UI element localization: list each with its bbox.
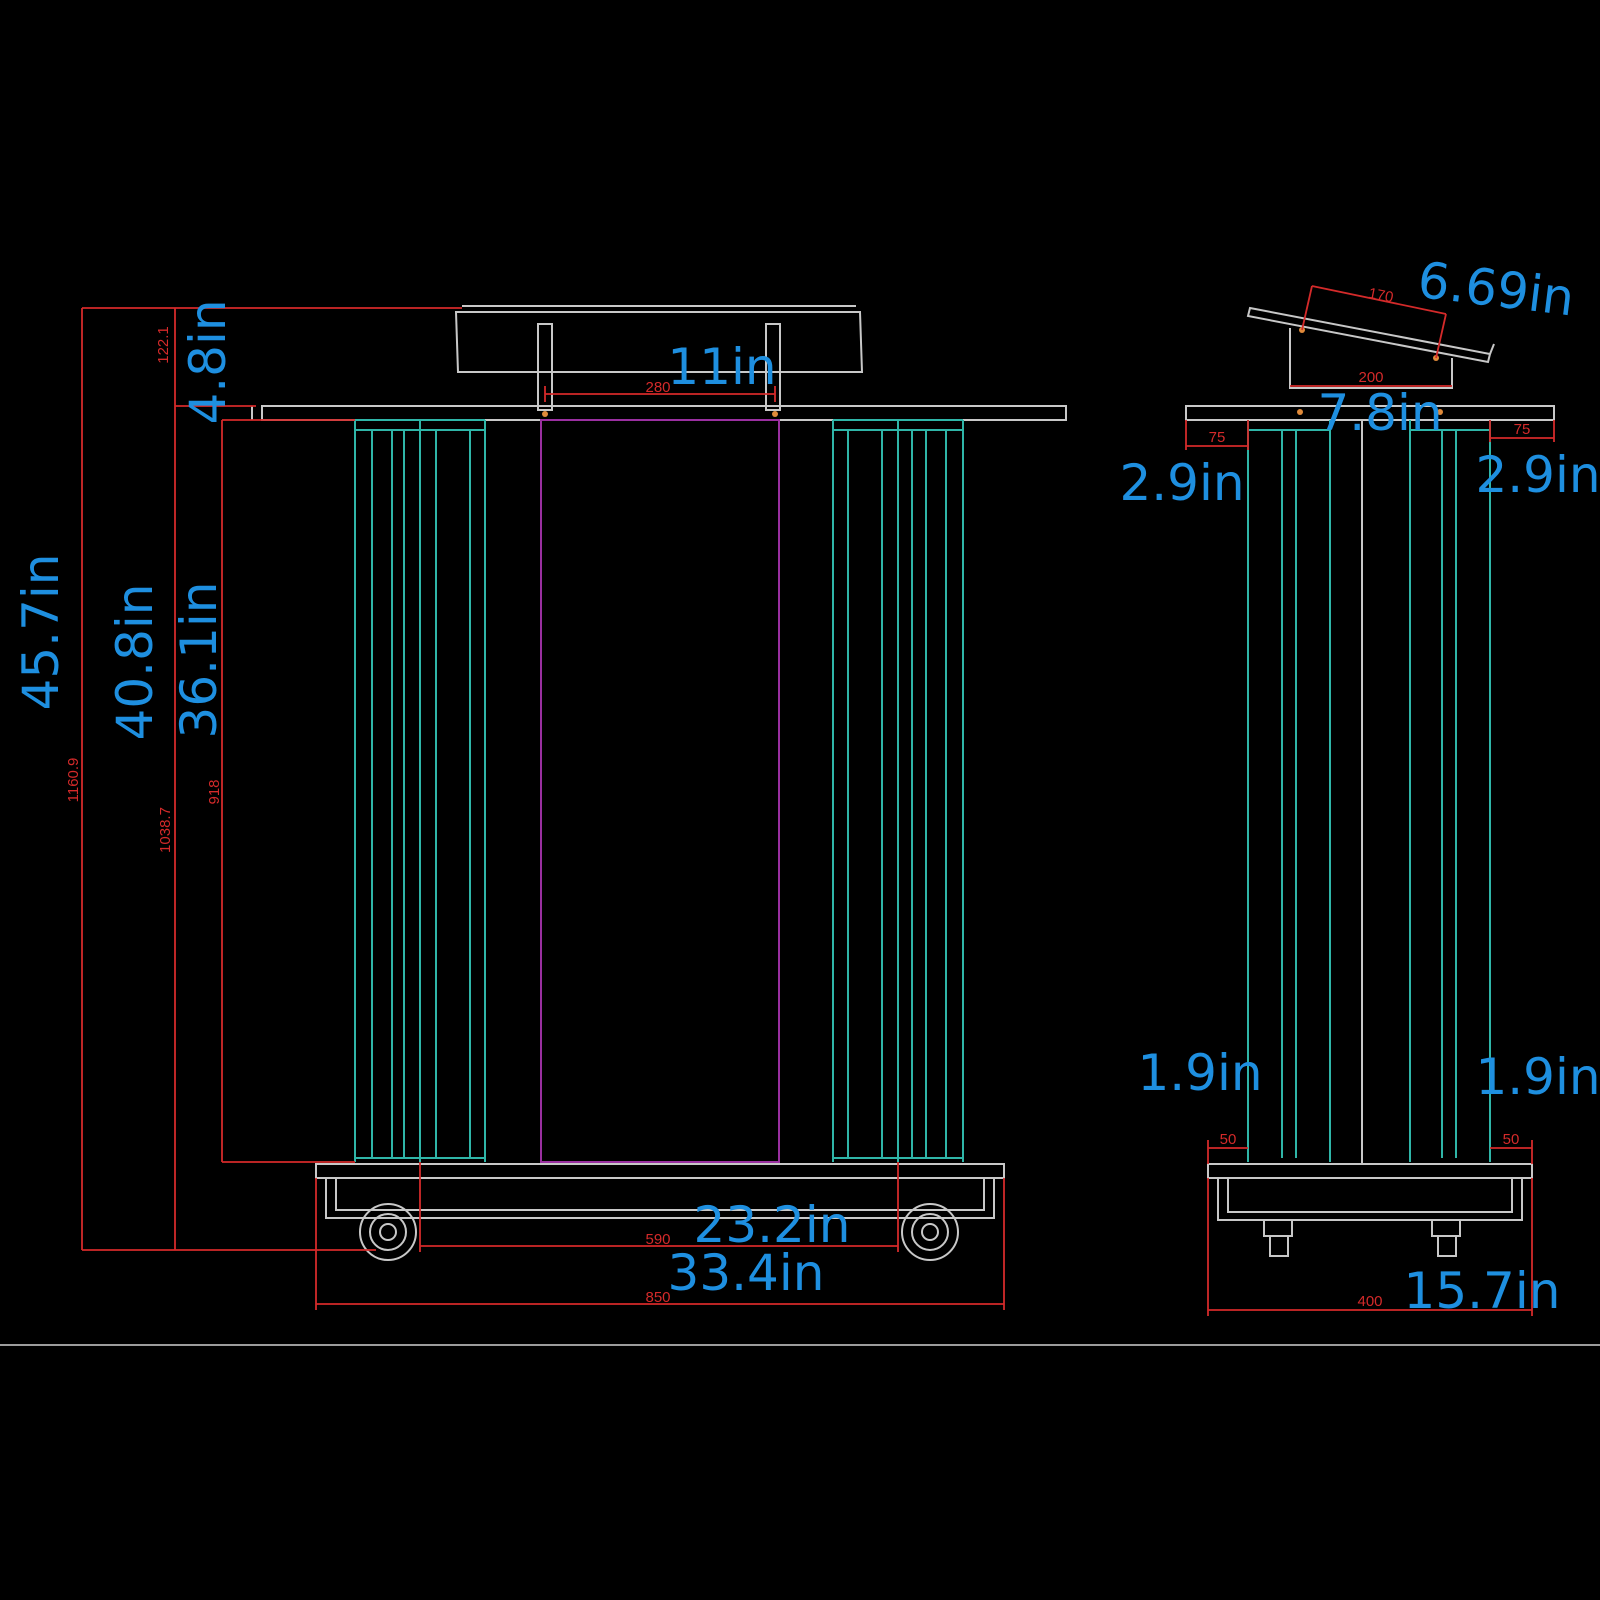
front-caster-left bbox=[359, 1203, 417, 1261]
top-offset-mm: 200 bbox=[1358, 369, 1383, 386]
total-height-inch: 45.7in bbox=[12, 554, 70, 711]
base-depth-mm: 400 bbox=[1357, 1293, 1382, 1310]
front-left-columns bbox=[354, 419, 486, 1162]
side-mm-labels: 170 200 75 75 50 50 400 bbox=[1209, 285, 1531, 1310]
side-left-columns bbox=[1247, 420, 1331, 1162]
front-mm-labels: 1160.9 1038.7 918 122.1 280 590 850 bbox=[65, 326, 671, 1306]
base-width-inch: 33.4in bbox=[668, 1244, 825, 1302]
caster-spacing-mm: 590 bbox=[645, 1231, 670, 1248]
book-rest-height-mm: 122.1 bbox=[155, 326, 172, 364]
front-panel-joints bbox=[542, 411, 778, 417]
front-caster-right bbox=[901, 1203, 959, 1261]
right-base-inset-mm: 50 bbox=[1503, 1131, 1520, 1148]
left-base-inset-inch: 1.9in bbox=[1137, 1044, 1262, 1102]
front-dimension-lines bbox=[81, 307, 1005, 1310]
caster-spacing-inch: 23.2in bbox=[694, 1196, 851, 1254]
right-base-inset-inch: 1.9in bbox=[1475, 1048, 1600, 1106]
left-base-inset-mm: 50 bbox=[1220, 1131, 1237, 1148]
side-inch-labels: 6.69in 7.8in 2.9in 2.9in 1.9in 1.9in 15.… bbox=[1119, 251, 1600, 1320]
column-height-mm: 918 bbox=[206, 779, 223, 804]
desk-height-inch: 40.8in bbox=[106, 584, 164, 741]
side-caster-right bbox=[1431, 1219, 1461, 1257]
side-caster-left bbox=[1263, 1219, 1293, 1257]
book-rest-depth-mm: 170 bbox=[1367, 285, 1395, 306]
left-overhang-mm: 75 bbox=[1209, 429, 1226, 446]
front-center-panel bbox=[540, 419, 780, 1163]
front-inch-labels: 45.7in 40.8in 36.1in 4.8in 11in 23.2in 3… bbox=[12, 299, 850, 1302]
side-right-columns bbox=[1409, 420, 1491, 1162]
desk-height-mm: 1038.7 bbox=[157, 807, 174, 853]
side-desk-top bbox=[1185, 405, 1555, 421]
side-book-rest bbox=[1246, 306, 1495, 389]
top-offset-inch: 7.8in bbox=[1317, 384, 1442, 442]
column-height-inch: 36.1in bbox=[170, 582, 228, 739]
right-overhang-inch: 2.9in bbox=[1475, 446, 1600, 504]
front-right-columns bbox=[832, 419, 964, 1162]
side-base bbox=[1207, 1163, 1533, 1221]
book-rest-height-inch: 4.8in bbox=[179, 299, 237, 424]
side-view: 170 200 75 75 50 50 400 6.69in 7.8in 2.9… bbox=[1119, 251, 1600, 1320]
base-width-mm: 850 bbox=[645, 1289, 670, 1306]
left-overhang-inch: 2.9in bbox=[1119, 454, 1244, 512]
panel-width-mm: 280 bbox=[645, 379, 670, 396]
side-dimension-lines bbox=[1185, 285, 1555, 1316]
front-book-rest bbox=[454, 305, 864, 411]
right-overhang-mm: 75 bbox=[1514, 421, 1531, 438]
front-base bbox=[315, 1163, 1005, 1219]
total-height-mm: 1160.9 bbox=[65, 758, 82, 803]
base-depth-inch: 15.7in bbox=[1404, 1262, 1561, 1320]
front-view: 1160.9 1038.7 918 122.1 280 590 850 45.7… bbox=[12, 299, 1067, 1310]
panel-width-inch: 11in bbox=[667, 338, 776, 396]
